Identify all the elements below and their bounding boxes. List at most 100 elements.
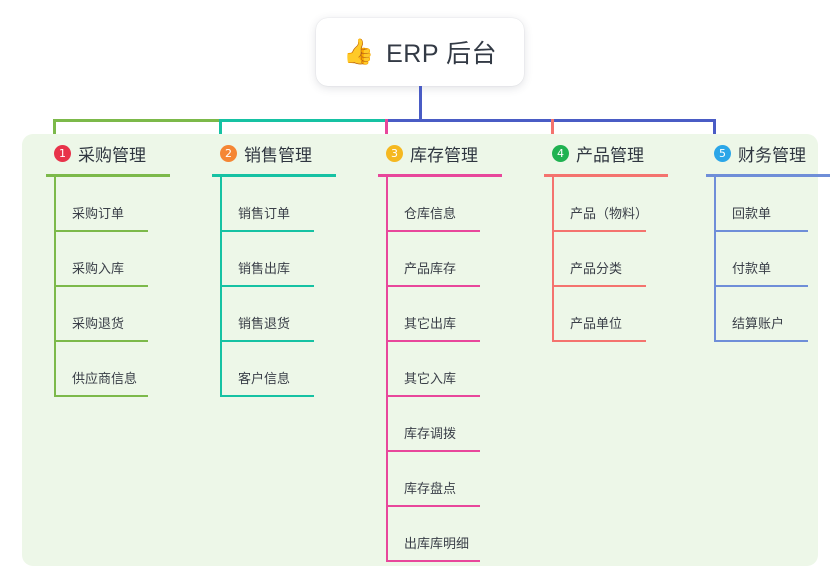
leaf-rule: [714, 285, 808, 287]
leaf-rule: [220, 230, 314, 232]
leaf-rule: [386, 560, 480, 562]
leaf-node[interactable]: 其它入库: [386, 342, 530, 397]
leaf-rule: [386, 505, 480, 507]
column-spine: [220, 177, 222, 397]
leaf-label: 仓库信息: [404, 206, 457, 221]
column-badge-4: 4: [552, 144, 569, 162]
leaf-rule: [386, 395, 480, 397]
leaf-rule: [552, 230, 646, 232]
leaf-rule: [552, 340, 646, 342]
column-badge-5: 5: [714, 144, 731, 162]
leaf-label: 产品单位: [570, 316, 623, 331]
leaf-node[interactable]: 出库库明细: [386, 507, 530, 562]
bar-segment-3: [385, 119, 716, 122]
leaf-rule: [54, 230, 148, 232]
leaf-node[interactable]: 产品分类: [552, 232, 696, 287]
column-header-rule: [544, 174, 668, 177]
column-title: 产品管理: [576, 145, 644, 165]
leaf-label: 回款单: [732, 206, 772, 221]
bar-segment-2: [219, 119, 387, 122]
leaf-rule: [220, 285, 314, 287]
column-header-4[interactable]: 4 产品管理: [536, 134, 696, 172]
drop-line-3: [385, 119, 388, 142]
leaf-label: 结算账户: [732, 316, 785, 331]
leaf-node[interactable]: 采购入库: [54, 232, 198, 287]
leaf-rule: [54, 285, 148, 287]
leaf-node[interactable]: 结算账户: [714, 287, 839, 342]
column-badge-2: 2: [220, 144, 237, 162]
root-node-card[interactable]: 👍 ERP 后台: [316, 18, 524, 86]
column-badge-1: 1: [54, 144, 71, 162]
column-spine: [714, 177, 716, 342]
leaf-label: 库存调拨: [404, 426, 457, 441]
leaf-node[interactable]: 销售退货: [220, 287, 364, 342]
leaf-node[interactable]: 产品单位: [552, 287, 696, 342]
leaf-label: 销售订单: [238, 206, 291, 221]
column-items: 仓库信息产品库存其它出库其它入库库存调拨库存盘点出库库明细: [386, 177, 530, 562]
leaf-node[interactable]: 采购订单: [54, 177, 198, 232]
leaf-rule: [220, 340, 314, 342]
column-items: 产品（物料） 产品分类产品单位: [552, 177, 696, 342]
leaf-label: 其它入库: [404, 371, 457, 386]
column-产品管理: 4 产品管理产品（物料） 产品分类产品单位: [536, 134, 696, 342]
leaf-node[interactable]: 产品库存: [386, 232, 530, 287]
leaf-label: 销售出库: [238, 261, 291, 276]
leaf-rule: [714, 340, 808, 342]
column-items: 销售订单销售出库销售退货客户信息: [220, 177, 364, 397]
column-销售管理: 2 销售管理销售订单销售出库销售退货客户信息: [204, 134, 364, 397]
leaf-label: 采购订单: [72, 206, 125, 221]
leaf-rule: [714, 230, 808, 232]
leaf-node[interactable]: 采购退货: [54, 287, 198, 342]
column-header-rule: [212, 174, 336, 177]
leaf-node[interactable]: 销售订单: [220, 177, 364, 232]
leaf-node[interactable]: 库存调拨: [386, 397, 530, 452]
leaf-label: 库存盘点: [404, 481, 457, 496]
leaf-label: 采购入库: [72, 261, 125, 276]
column-badge-3: 3: [386, 144, 403, 162]
column-spine: [552, 177, 554, 342]
leaf-label: 其它出库: [404, 316, 457, 331]
column-title: 销售管理: [244, 145, 312, 165]
leaf-rule: [54, 395, 148, 397]
column-header-rule: [46, 174, 170, 177]
leaf-node[interactable]: 产品（物料）: [552, 177, 696, 232]
leaf-label: 采购退货: [72, 316, 125, 331]
leaf-rule: [386, 450, 480, 452]
column-header-rule: [706, 174, 830, 177]
leaf-node[interactable]: 回款单: [714, 177, 839, 232]
leaf-node[interactable]: 销售出库: [220, 232, 364, 287]
leaf-label: 付款单: [732, 261, 772, 276]
leaf-label: 出库库明细: [404, 536, 470, 551]
leaf-rule: [552, 285, 646, 287]
drop-line-1: [53, 119, 56, 142]
column-header-5[interactable]: 5 财务管理: [698, 134, 839, 172]
leaf-label: 产品分类: [570, 261, 623, 276]
leaf-rule: [220, 395, 314, 397]
leaf-rule: [54, 340, 148, 342]
leaf-node[interactable]: 其它出库: [386, 287, 530, 342]
bar-segment-1: [53, 119, 221, 122]
drop-line-5: [713, 119, 716, 142]
column-spine: [386, 177, 388, 562]
leaf-node[interactable]: 仓库信息: [386, 177, 530, 232]
leaf-node[interactable]: 付款单: [714, 232, 839, 287]
column-财务管理: 5 财务管理回款单付款单结算账户: [698, 134, 839, 342]
column-items: 回款单付款单结算账户: [714, 177, 839, 342]
column-items: 采购订单采购入库采购退货供应商信息: [54, 177, 198, 397]
thumbs-up-icon: 👍: [342, 37, 375, 66]
leaf-node[interactable]: 供应商信息: [54, 342, 198, 397]
leaf-node[interactable]: 库存盘点: [386, 452, 530, 507]
leaf-label: 客户信息: [238, 371, 291, 386]
column-title: 财务管理: [738, 145, 806, 165]
column-header-2[interactable]: 2 销售管理: [204, 134, 364, 172]
drop-line-2: [219, 119, 222, 142]
leaf-label: 供应商信息: [72, 371, 138, 386]
leaf-node[interactable]: 客户信息: [220, 342, 364, 397]
root-node-title: ERP 后台: [386, 40, 498, 68]
leaf-rule: [386, 230, 480, 232]
